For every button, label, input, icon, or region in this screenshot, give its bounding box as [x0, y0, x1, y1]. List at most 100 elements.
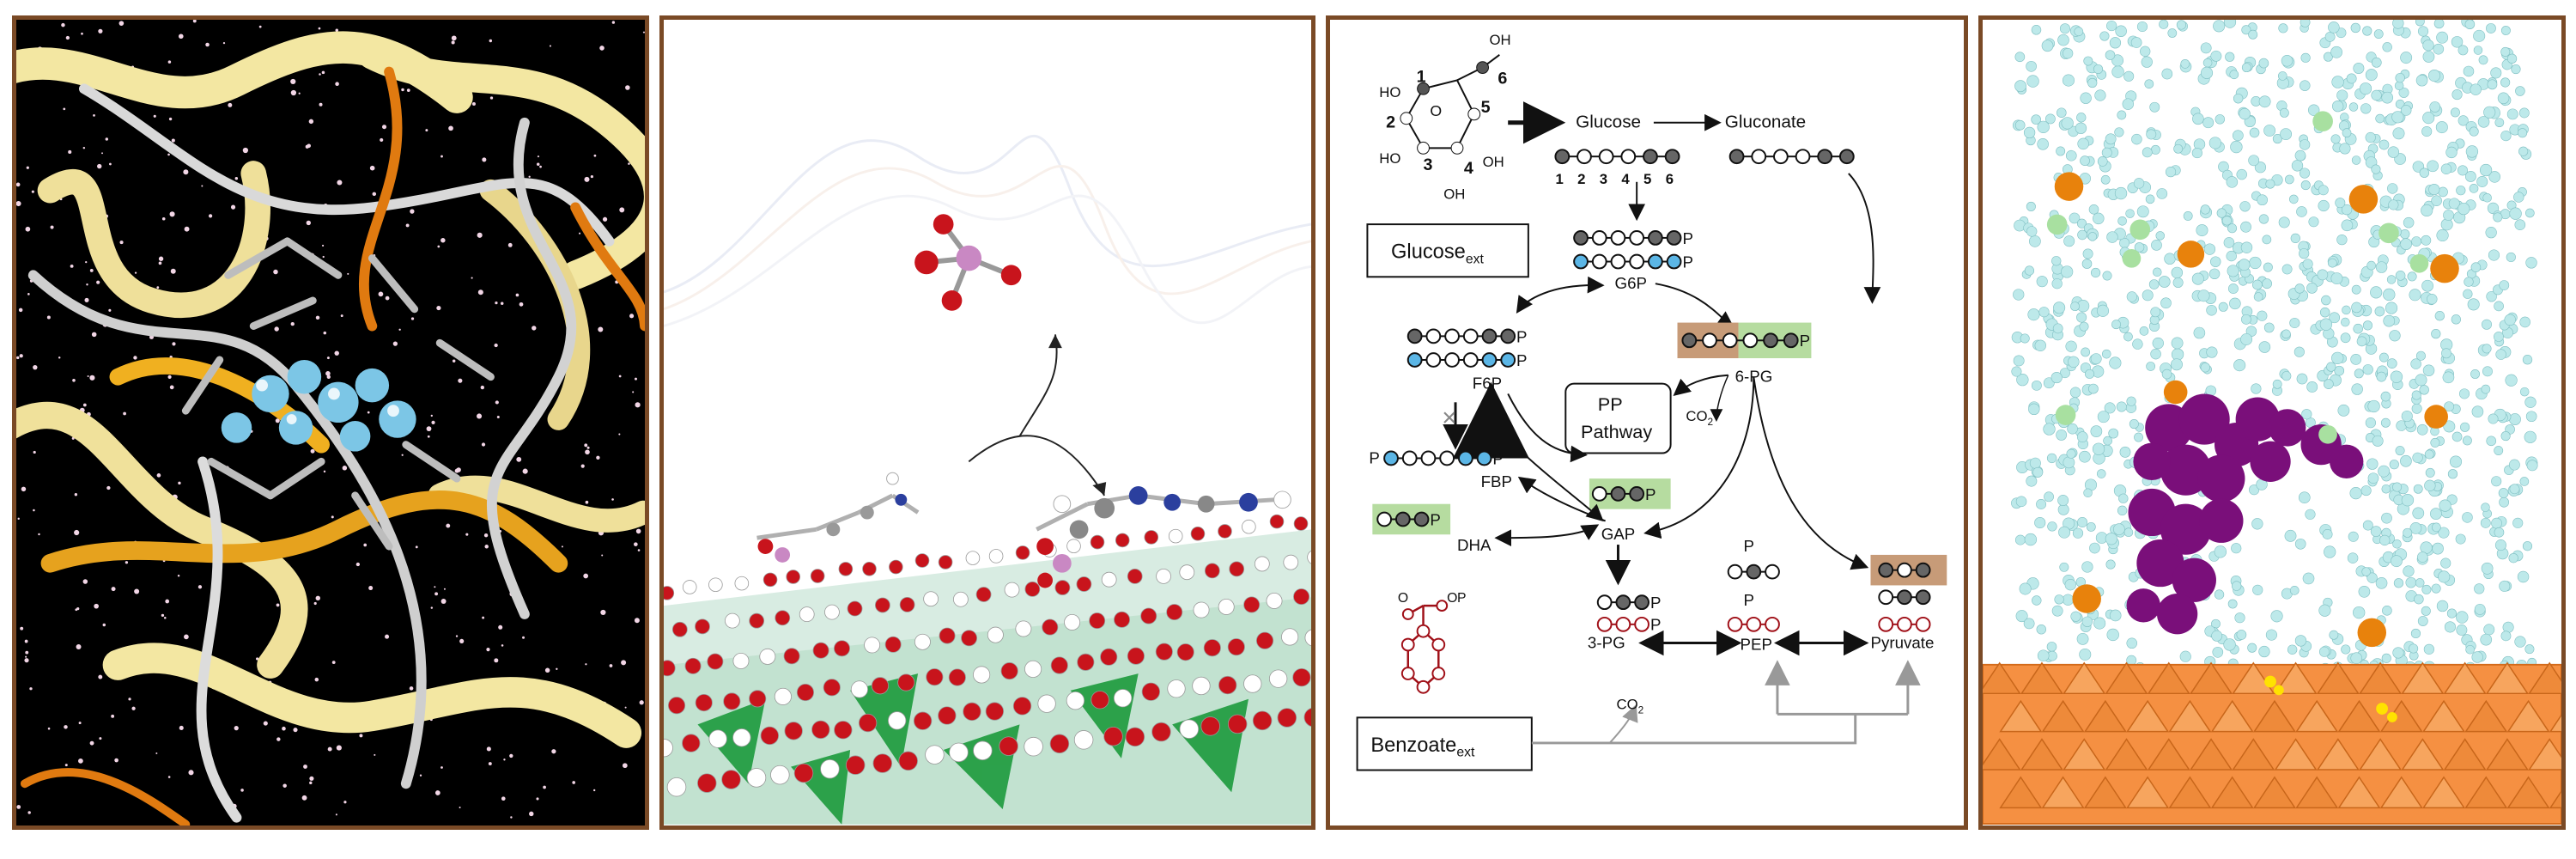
water-bead	[2083, 56, 2093, 66]
water-bead	[2299, 248, 2310, 259]
water-bead	[2439, 499, 2451, 512]
water-bead	[2093, 64, 2104, 74]
star-dot	[183, 169, 189, 175]
star-dot	[340, 314, 343, 318]
water-bead	[2119, 446, 2131, 458]
star-dot	[65, 35, 70, 40]
carbon-atom	[1643, 149, 1658, 165]
water-bead	[2348, 531, 2359, 542]
surface-atom	[671, 621, 688, 637]
water-bead	[2301, 409, 2312, 420]
water-bead	[2171, 337, 2184, 350]
water-bead	[2519, 316, 2530, 328]
water-bead	[2421, 125, 2433, 137]
glucose-ring-structure: O 1 2 3 4 5 6 HO HO OH OH OH	[1379, 32, 1510, 203]
star-dot	[111, 587, 116, 592]
water-bead	[2258, 95, 2271, 108]
water-bead	[2146, 362, 2156, 371]
star-dot	[133, 356, 137, 360]
star-dot	[25, 226, 31, 232]
star-dot	[334, 350, 339, 356]
orange-ions	[2054, 172, 2459, 648]
water-bead	[2257, 310, 2268, 321]
purple-molecule-cluster	[2126, 393, 2364, 635]
carbon-atom	[1610, 253, 1626, 270]
surface-atom	[746, 768, 767, 788]
star-dot	[480, 385, 485, 390]
water-bead	[2409, 643, 2419, 654]
water-bead	[2517, 570, 2530, 583]
protein-ribbon-illustration	[16, 20, 645, 825]
water-bead	[2300, 80, 2311, 91]
water-bead	[2482, 366, 2493, 377]
water-bead	[2239, 201, 2251, 212]
water-bead	[2079, 321, 2089, 332]
water-bead	[2482, 344, 2492, 354]
star-dot	[308, 119, 314, 125]
water-bead	[2101, 147, 2112, 158]
star-dot	[635, 528, 641, 534]
water-bead	[2321, 295, 2331, 306]
water-bead	[2085, 369, 2095, 379]
water-bead	[2335, 198, 2346, 209]
water-bead	[2367, 399, 2380, 413]
star-dot	[331, 661, 336, 664]
water-bead	[2077, 137, 2089, 150]
surface-atom	[666, 777, 687, 797]
star-dot	[522, 636, 526, 639]
surface-atom	[965, 551, 981, 565]
star-dot	[374, 753, 376, 756]
water-bead	[2424, 449, 2434, 460]
surface-atom	[834, 721, 853, 740]
star-dot	[529, 811, 534, 817]
water-bead	[2378, 465, 2391, 478]
surface-atom	[732, 728, 751, 747]
benzoate-o-1: O	[1398, 591, 1408, 606]
star-dot	[290, 78, 296, 85]
water-bead	[2096, 469, 2106, 478]
chain-number-3: 3	[1600, 171, 1607, 187]
water-bead	[2336, 89, 2348, 101]
water-bead	[2064, 579, 2076, 591]
membrane-simulation-panel	[1978, 15, 2566, 830]
water-bead	[2101, 349, 2111, 359]
star-dot	[621, 660, 627, 666]
carbon-atom	[1615, 594, 1631, 611]
water-bead	[2442, 371, 2455, 384]
surface-atom	[899, 597, 915, 612]
water-bead	[2223, 20, 2237, 28]
surface-atom	[667, 697, 686, 715]
surface-atom	[1281, 628, 1299, 646]
water-bead	[2118, 493, 2129, 503]
water-bead	[2324, 545, 2336, 558]
chain-number-5: 5	[1643, 171, 1651, 187]
star-dot	[465, 533, 469, 536]
water-bead	[2374, 306, 2385, 317]
water-bead	[2422, 364, 2435, 376]
water-bead	[2506, 108, 2518, 120]
water-bead	[2117, 110, 2127, 120]
water-bead	[2090, 425, 2103, 437]
water-bead	[2415, 74, 2428, 87]
star-dot	[410, 209, 415, 214]
star-dot	[68, 149, 72, 154]
star-dot	[494, 343, 498, 348]
gap-label: GAP	[1601, 525, 1636, 543]
water-bead	[2152, 267, 2162, 277]
star-dot	[484, 545, 489, 549]
water-bead	[2037, 120, 2050, 134]
water-bead	[2109, 356, 2122, 369]
star-dot	[451, 40, 455, 45]
surface-atom	[1166, 604, 1183, 621]
star-dot	[70, 264, 74, 268]
mineral-tetrahedron	[2422, 699, 2466, 733]
water-bead	[2106, 20, 2117, 32]
water-bead	[2417, 26, 2429, 37]
water-bead	[2391, 111, 2404, 124]
water-bead	[2221, 216, 2232, 226]
mineral-tetrahedron	[2190, 738, 2233, 771]
water-bead	[2385, 302, 2398, 314]
star-dot	[378, 291, 384, 297]
water-bead	[2036, 624, 2046, 635]
mineral-tetrahedron	[1983, 661, 2021, 695]
